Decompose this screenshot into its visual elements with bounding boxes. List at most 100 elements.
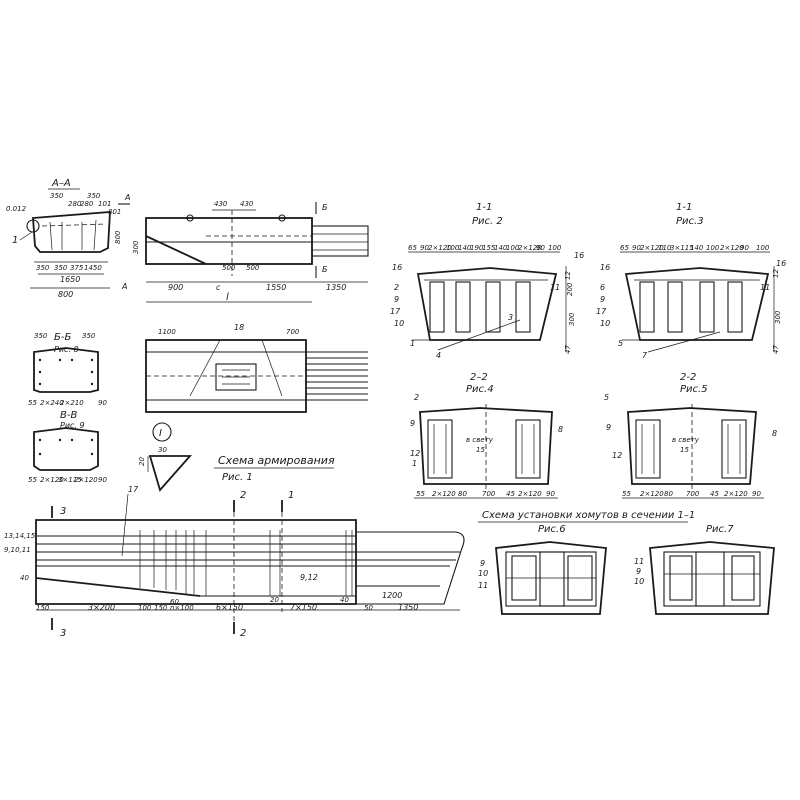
svg-text:5: 5 [618, 339, 623, 348]
svg-text:1200: 1200 [382, 591, 402, 600]
svg-text:55: 55 [622, 490, 631, 498]
svg-text:375: 375 [70, 264, 84, 272]
svg-text:350: 350 [82, 332, 96, 340]
svg-text:Б: Б [322, 203, 328, 212]
svg-text:55: 55 [28, 399, 37, 407]
svg-text:100: 100 [756, 244, 770, 252]
svg-text:47: 47 [564, 345, 572, 354]
svg-text:200: 200 [566, 282, 574, 296]
svg-text:1100: 1100 [158, 328, 176, 336]
svg-text:45: 45 [710, 490, 719, 498]
svg-text:800: 800 [58, 290, 73, 299]
svg-text:16: 16 [600, 263, 610, 272]
stirrup-scheme: Схема установки хомутов в сечении 1–1 Ри… [478, 510, 775, 615]
svg-text:155: 155 [482, 244, 496, 252]
svg-text:2×210: 2×210 [60, 399, 84, 407]
svg-text:15: 15 [476, 446, 485, 454]
svg-text:10: 10 [394, 319, 404, 328]
svg-text:350: 350 [36, 264, 50, 272]
svg-text:Рис.5: Рис.5 [680, 384, 708, 395]
svg-text:2×120: 2×120 [518, 244, 542, 252]
svg-text:8: 8 [772, 429, 777, 438]
svg-text:4: 4 [436, 351, 441, 360]
svg-text:1: 1 [412, 459, 417, 468]
svg-text:100: 100 [548, 244, 562, 252]
svg-text:9,12: 9,12 [300, 573, 318, 582]
section-v-v: В-В Рис. 9 55 2×120 3×115 2×120 90 [28, 410, 107, 484]
svg-text:1: 1 [288, 490, 294, 501]
svg-text:2×120: 2×120 [428, 244, 452, 252]
svg-text:17: 17 [128, 485, 139, 494]
svg-text:100: 100 [506, 244, 520, 252]
svg-text:18: 18 [234, 323, 244, 332]
svg-text:2×120: 2×120 [640, 490, 664, 498]
svg-text:300: 300 [568, 312, 576, 326]
svg-text:100: 100 [706, 244, 720, 252]
svg-text:7×150: 7×150 [290, 603, 317, 612]
svg-text:c: c [216, 283, 221, 292]
svg-text:55: 55 [28, 476, 37, 484]
svg-text:l: l [226, 292, 229, 303]
svg-text:1-1: 1-1 [476, 202, 492, 213]
svg-text:2×240: 2×240 [40, 399, 64, 407]
svg-text:12: 12 [564, 271, 572, 280]
svg-text:50: 50 [364, 604, 373, 612]
svg-text:3: 3 [508, 313, 513, 322]
section-2-2-fig5: 2-2 Рис.5 в свету 15 5 9 12 8 55 2×120 8… [604, 372, 777, 499]
svg-text:110: 110 [658, 244, 672, 252]
svg-text:1: 1 [12, 235, 18, 246]
svg-text:80: 80 [458, 490, 467, 498]
svg-text:20: 20 [138, 457, 146, 466]
svg-text:в свету: в свету [466, 436, 494, 444]
svg-text:16: 16 [776, 259, 786, 268]
svg-text:2×120: 2×120 [640, 244, 664, 252]
svg-text:Рис.6: Рис.6 [538, 524, 566, 535]
svg-text:430: 430 [214, 200, 228, 208]
svg-text:Рис. 1: Рис. 1 [222, 472, 253, 483]
svg-text:3: 3 [60, 628, 66, 639]
section-a-a-title: A–A [51, 178, 71, 189]
svg-text:140: 140 [458, 244, 472, 252]
svg-text:9: 9 [480, 559, 485, 568]
svg-text:500: 500 [246, 264, 260, 272]
svg-text:80: 80 [664, 490, 673, 498]
svg-text:10: 10 [600, 319, 610, 328]
svg-text:16: 16 [574, 251, 584, 260]
detail-i: I 30 20 [138, 422, 192, 492]
svg-text:60: 60 [170, 598, 179, 606]
rebar-dots [38, 358, 94, 386]
svg-text:90: 90 [752, 490, 761, 498]
svg-text:5: 5 [604, 393, 609, 402]
svg-text:90: 90 [536, 244, 545, 252]
svg-text:9: 9 [410, 419, 415, 428]
svg-text:2×120: 2×120 [518, 490, 542, 498]
svg-text:0.012: 0.012 [6, 205, 27, 213]
section-b-b: Б-Б Рис. 8 350 350 55 2×240 2×210 90 [28, 332, 107, 407]
svg-text:150: 150 [154, 604, 168, 612]
svg-text:100: 100 [138, 604, 152, 612]
svg-text:40: 40 [20, 574, 29, 582]
reinforcement-scheme: 2 1 3 17 13,14,15 9,10,11 40 9,12 150 3×… [4, 485, 465, 639]
svg-text:15: 15 [680, 446, 689, 454]
svg-text:30: 30 [158, 446, 167, 454]
svg-text:900: 900 [168, 283, 183, 292]
section-2-2-fig4: 2–2 Рис.4 в свету 15 2 9 12 1 8 55 2×120… [410, 372, 563, 499]
svg-text:13,14,15: 13,14,15 [4, 532, 36, 540]
svg-text:1550: 1550 [266, 283, 286, 292]
svg-text:1450: 1450 [84, 264, 102, 272]
svg-text:2: 2 [394, 283, 399, 292]
svg-text:45: 45 [506, 490, 515, 498]
svg-text:11: 11 [550, 283, 560, 292]
svg-text:12: 12 [612, 451, 622, 460]
svg-text:90: 90 [740, 244, 749, 252]
svg-text:65: 65 [408, 244, 417, 252]
svg-text:40: 40 [340, 596, 349, 604]
stirrup-lines [139, 530, 353, 596]
svg-text:150: 150 [36, 604, 50, 612]
svg-text:300: 300 [132, 240, 140, 254]
svg-text:1350: 1350 [326, 283, 346, 292]
svg-text:800: 800 [114, 230, 122, 244]
svg-text:2×120: 2×120 [74, 476, 98, 484]
svg-text:Б: Б [322, 265, 328, 274]
